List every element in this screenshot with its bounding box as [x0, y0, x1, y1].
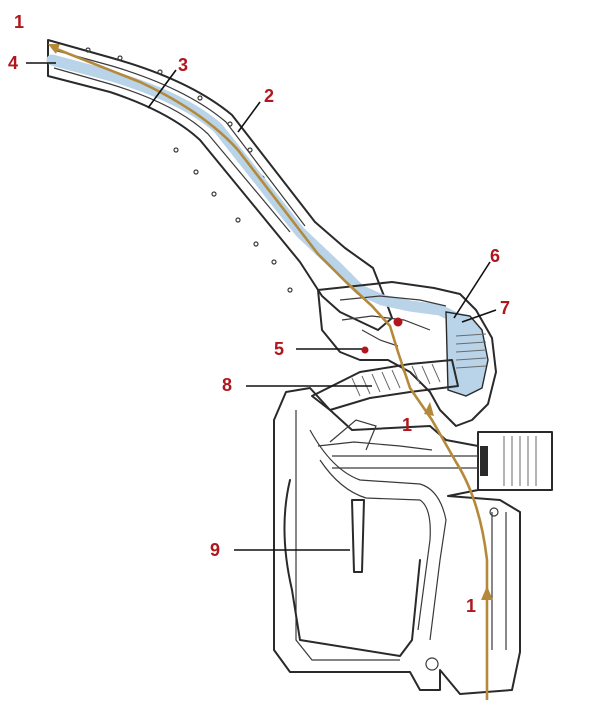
leader-lines [26, 62, 497, 551]
label-spout: 2 [264, 86, 274, 106]
label-lever: 9 [210, 540, 220, 560]
label-flow-bottom: 1 [466, 596, 476, 616]
label-diaphragm: 7 [500, 298, 510, 318]
label-valve-seat: 5 [274, 339, 284, 359]
label-inner-tube: 3 [178, 55, 188, 75]
spout [47, 39, 393, 331]
labels: 1 4 3 2 6 7 5 8 1 9 1 [8, 12, 510, 616]
label-flow-top: 1 [14, 12, 24, 32]
fuel-flow [48, 44, 493, 700]
label-chamber: 6 [490, 246, 500, 266]
handle [273, 387, 553, 695]
label-valve: 8 [222, 375, 232, 395]
air-channel [46, 54, 462, 324]
label-flow-mid: 1 [402, 415, 412, 435]
label-vent-tube: 4 [8, 53, 18, 73]
lever [283, 479, 421, 657]
nozzle-head [317, 281, 497, 427]
diaphragm-fill [445, 311, 489, 397]
valve-seat-dot [361, 346, 369, 354]
check-ball [393, 317, 403, 327]
